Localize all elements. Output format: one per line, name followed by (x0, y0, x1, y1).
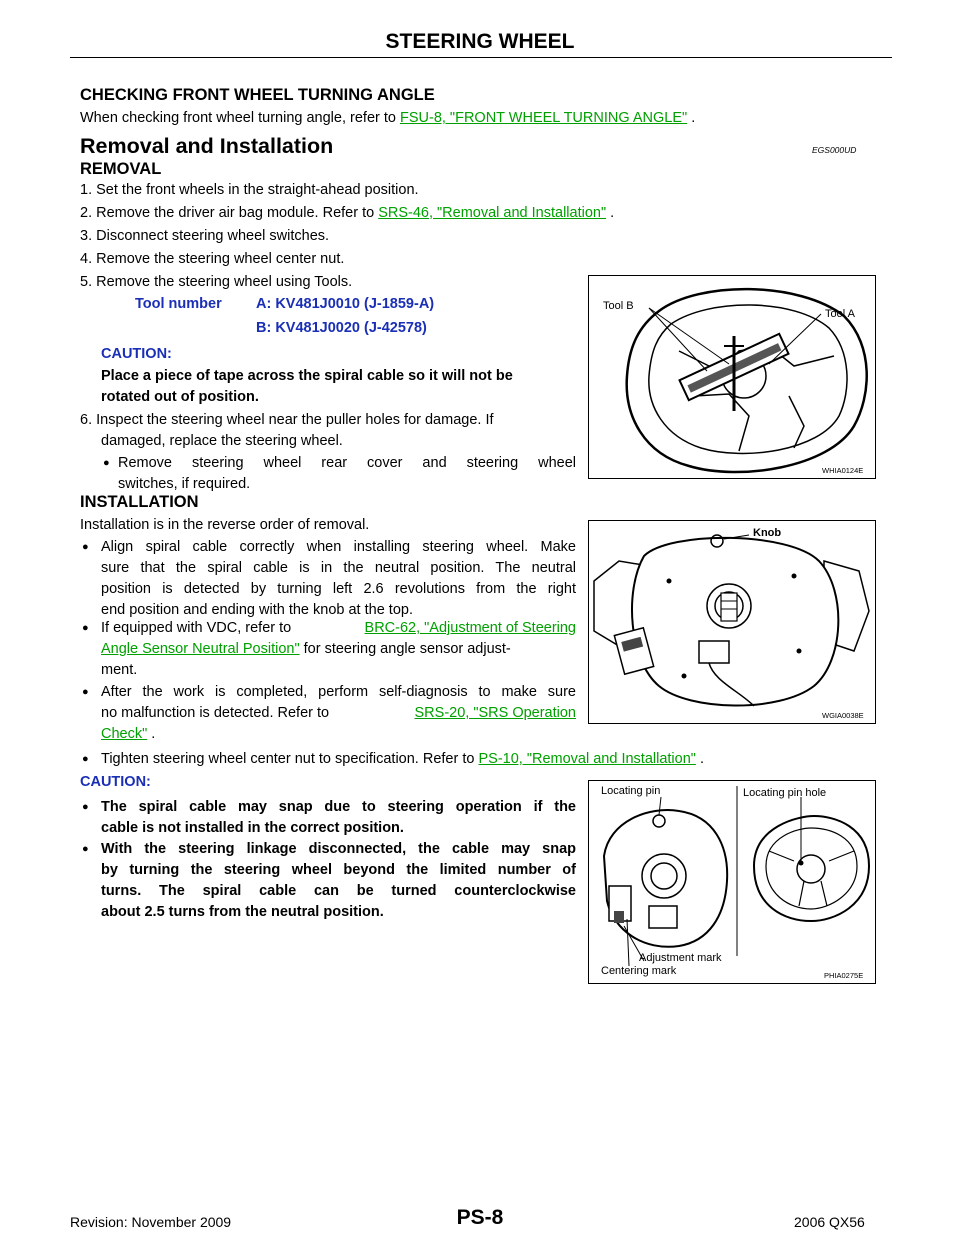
bullet-icon: ● (82, 686, 89, 698)
bullet-icon: ● (82, 622, 89, 634)
install-bullet-3-line-2: no malfunction is detected. Refer to SRS… (101, 703, 576, 724)
install-bullet-4: Tighten steering wheel center nut to spe… (101, 749, 704, 770)
caution-2-line-1: With the steering linkage disconnected, … (101, 841, 576, 857)
figure-locating-pin: Locating pin Locating pin hole Adjustmen… (588, 780, 876, 984)
figure-spiral-cable-knob: Knob WGIA0038E (588, 520, 876, 724)
link-srs-20-cont[interactable]: Check" (101, 726, 148, 742)
caution-2-line-2: by turning the steering wheel beyond the… (101, 862, 576, 878)
step2-post: . (606, 205, 615, 221)
install-bullet-1-line-3: position is detected by turning left 2.6… (101, 581, 576, 597)
install-bullet-3-line-3: Check" . (101, 724, 155, 745)
install-bullet-2-line-2: Angle Sensor Neutral Position" for steer… (101, 639, 511, 660)
figure-code-3: PHIA0275E (824, 971, 864, 980)
install-caution-label: CAUTION: (80, 774, 151, 790)
bullet-4-text: Tighten steering wheel center nut to spe… (101, 751, 479, 767)
caution-2-line-3: turns. The spiral cable can be turned co… (101, 883, 576, 899)
tool-number-label: Tool number (135, 296, 222, 312)
tool-b: B: KV481J0020 (J-42578) (256, 320, 427, 336)
install-bullet-1-line-2: sure that the spiral cable is in the neu… (101, 560, 576, 576)
figure-code-2: WGIA0038E (822, 711, 864, 720)
label-locating-pin-hole: Locating pin hole (743, 787, 827, 799)
removal-caution-label: CAUTION: (101, 346, 172, 362)
bullet-icon: ● (82, 843, 89, 855)
installation-heading: INSTALLATION (80, 493, 199, 511)
bullet-3-text: no malfunction is detected. Refer to (101, 705, 330, 721)
install-bullet-1-line-4: end position and ending with the knob at… (101, 602, 413, 618)
tool-a: A: KV481J0010 (J-1859-A) (256, 296, 435, 312)
bullet-icon: ● (82, 753, 89, 765)
removal-step-2: 2. Remove the driver air bag module. Ref… (80, 203, 614, 224)
install-bullet-2-line-3: ment. (101, 662, 138, 678)
removal-caution-line-1: Place a piece of tape across the spiral … (101, 368, 513, 384)
page-header-title: STEERING WHEEL (385, 30, 575, 53)
steering-wheel-puller-illustration (625, 287, 868, 474)
bullet-icon: ● (82, 801, 89, 813)
removal-installation-heading: Removal and Installation (80, 134, 334, 158)
bullet-2-text: If equipped with VDC, refer to (101, 620, 292, 636)
install-bullet-2-line-1: If equipped with VDC, refer to BRC-62, "… (101, 618, 576, 639)
label-tool-b: Tool B (603, 300, 634, 312)
bullet-2-post: for steering angle sensor adjust- (299, 641, 511, 657)
check-paragraph: When checking front wheel turning angle,… (80, 108, 695, 129)
spiral-cable-illustration (593, 534, 870, 707)
figure-steering-wheel-tools: Tool B Tool A WHIA0124E (588, 275, 876, 479)
link-fsu-8[interactable]: FSU-8, "FRONT WHEEL TURNING ANGLE" (399, 110, 688, 126)
label-knob: Knob (753, 527, 782, 539)
step2-text: 2. Remove the driver air bag module. Ref… (80, 205, 379, 221)
caution-2-line-4: about 2.5 turns from the neutral positio… (101, 904, 384, 920)
removal-step-4: 4. Remove the steering wheel center nut. (80, 251, 345, 267)
footer-page-number: PS-8 (456, 1206, 504, 1229)
label-locating-pin: Locating pin (601, 785, 661, 797)
header-rule (70, 57, 892, 58)
removal-step-3: 3. Disconnect steering wheel switches. (80, 228, 330, 244)
bullet-3-post: . (147, 726, 156, 742)
footer-revision: Revision: November 2009 (70, 1214, 232, 1230)
removal-caution-line-2: rotated out of position. (101, 389, 259, 405)
link-brc-62[interactable]: BRC-62, "Adjustment of Steering (364, 620, 576, 636)
link-brc-62-cont[interactable]: Angle Sensor Neutral Position" (101, 641, 300, 657)
label-adjustment-mark: Adjustment mark (639, 952, 722, 964)
check-text-after: . (687, 110, 696, 126)
bullet-icon: ● (103, 457, 110, 469)
check-text-before: When checking front wheel turning angle,… (80, 110, 400, 126)
installation-intro: Installation is in the reverse order of … (80, 517, 370, 533)
footer-model: 2006 QX56 (794, 1214, 865, 1230)
caution-1-line-1: The spiral cable may snap due to steerin… (101, 799, 576, 815)
label-tool-a: Tool A (825, 308, 855, 320)
figure-code-1: WHIA0124E (822, 466, 864, 475)
locating-pin-illustration (602, 786, 871, 967)
link-srs-20[interactable]: SRS-20, "SRS Operation (414, 705, 577, 721)
removal-step-1: 1. Set the front wheels in the straight-… (80, 182, 419, 198)
removal-step-6-line-2: damaged, replace the steering wheel. (101, 433, 343, 449)
install-bullet-1-line-1: Align spiral cable correctly when instal… (101, 539, 576, 555)
section-code: EGS000UD (812, 145, 857, 155)
install-bullet-3-line-1: After the work is completed, perform sel… (101, 684, 576, 700)
removal-step-5: 5. Remove the steering wheel using Tools… (80, 274, 353, 290)
link-srs-46[interactable]: SRS-46, "Removal and Installation" (378, 205, 607, 221)
removal-step-6-line-1: 6. Inspect the steering wheel near the p… (80, 412, 494, 428)
check-heading: CHECKING FRONT WHEEL TURNING ANGLE (80, 86, 435, 104)
removal-bullet-line-2: switches, if required. (118, 476, 251, 492)
removal-bullet-line-1: Remove steering wheel rear cover and ste… (118, 455, 576, 471)
label-centering-mark: Centering mark (601, 965, 677, 977)
caution-1-line-2: cable is not installed in the correct po… (101, 820, 404, 836)
removal-heading: REMOVAL (80, 160, 162, 178)
bullet-icon: ● (82, 541, 89, 553)
link-ps-10[interactable]: PS-10, "Removal and Installation" (478, 751, 696, 767)
bullet-4-post: . (695, 751, 704, 767)
